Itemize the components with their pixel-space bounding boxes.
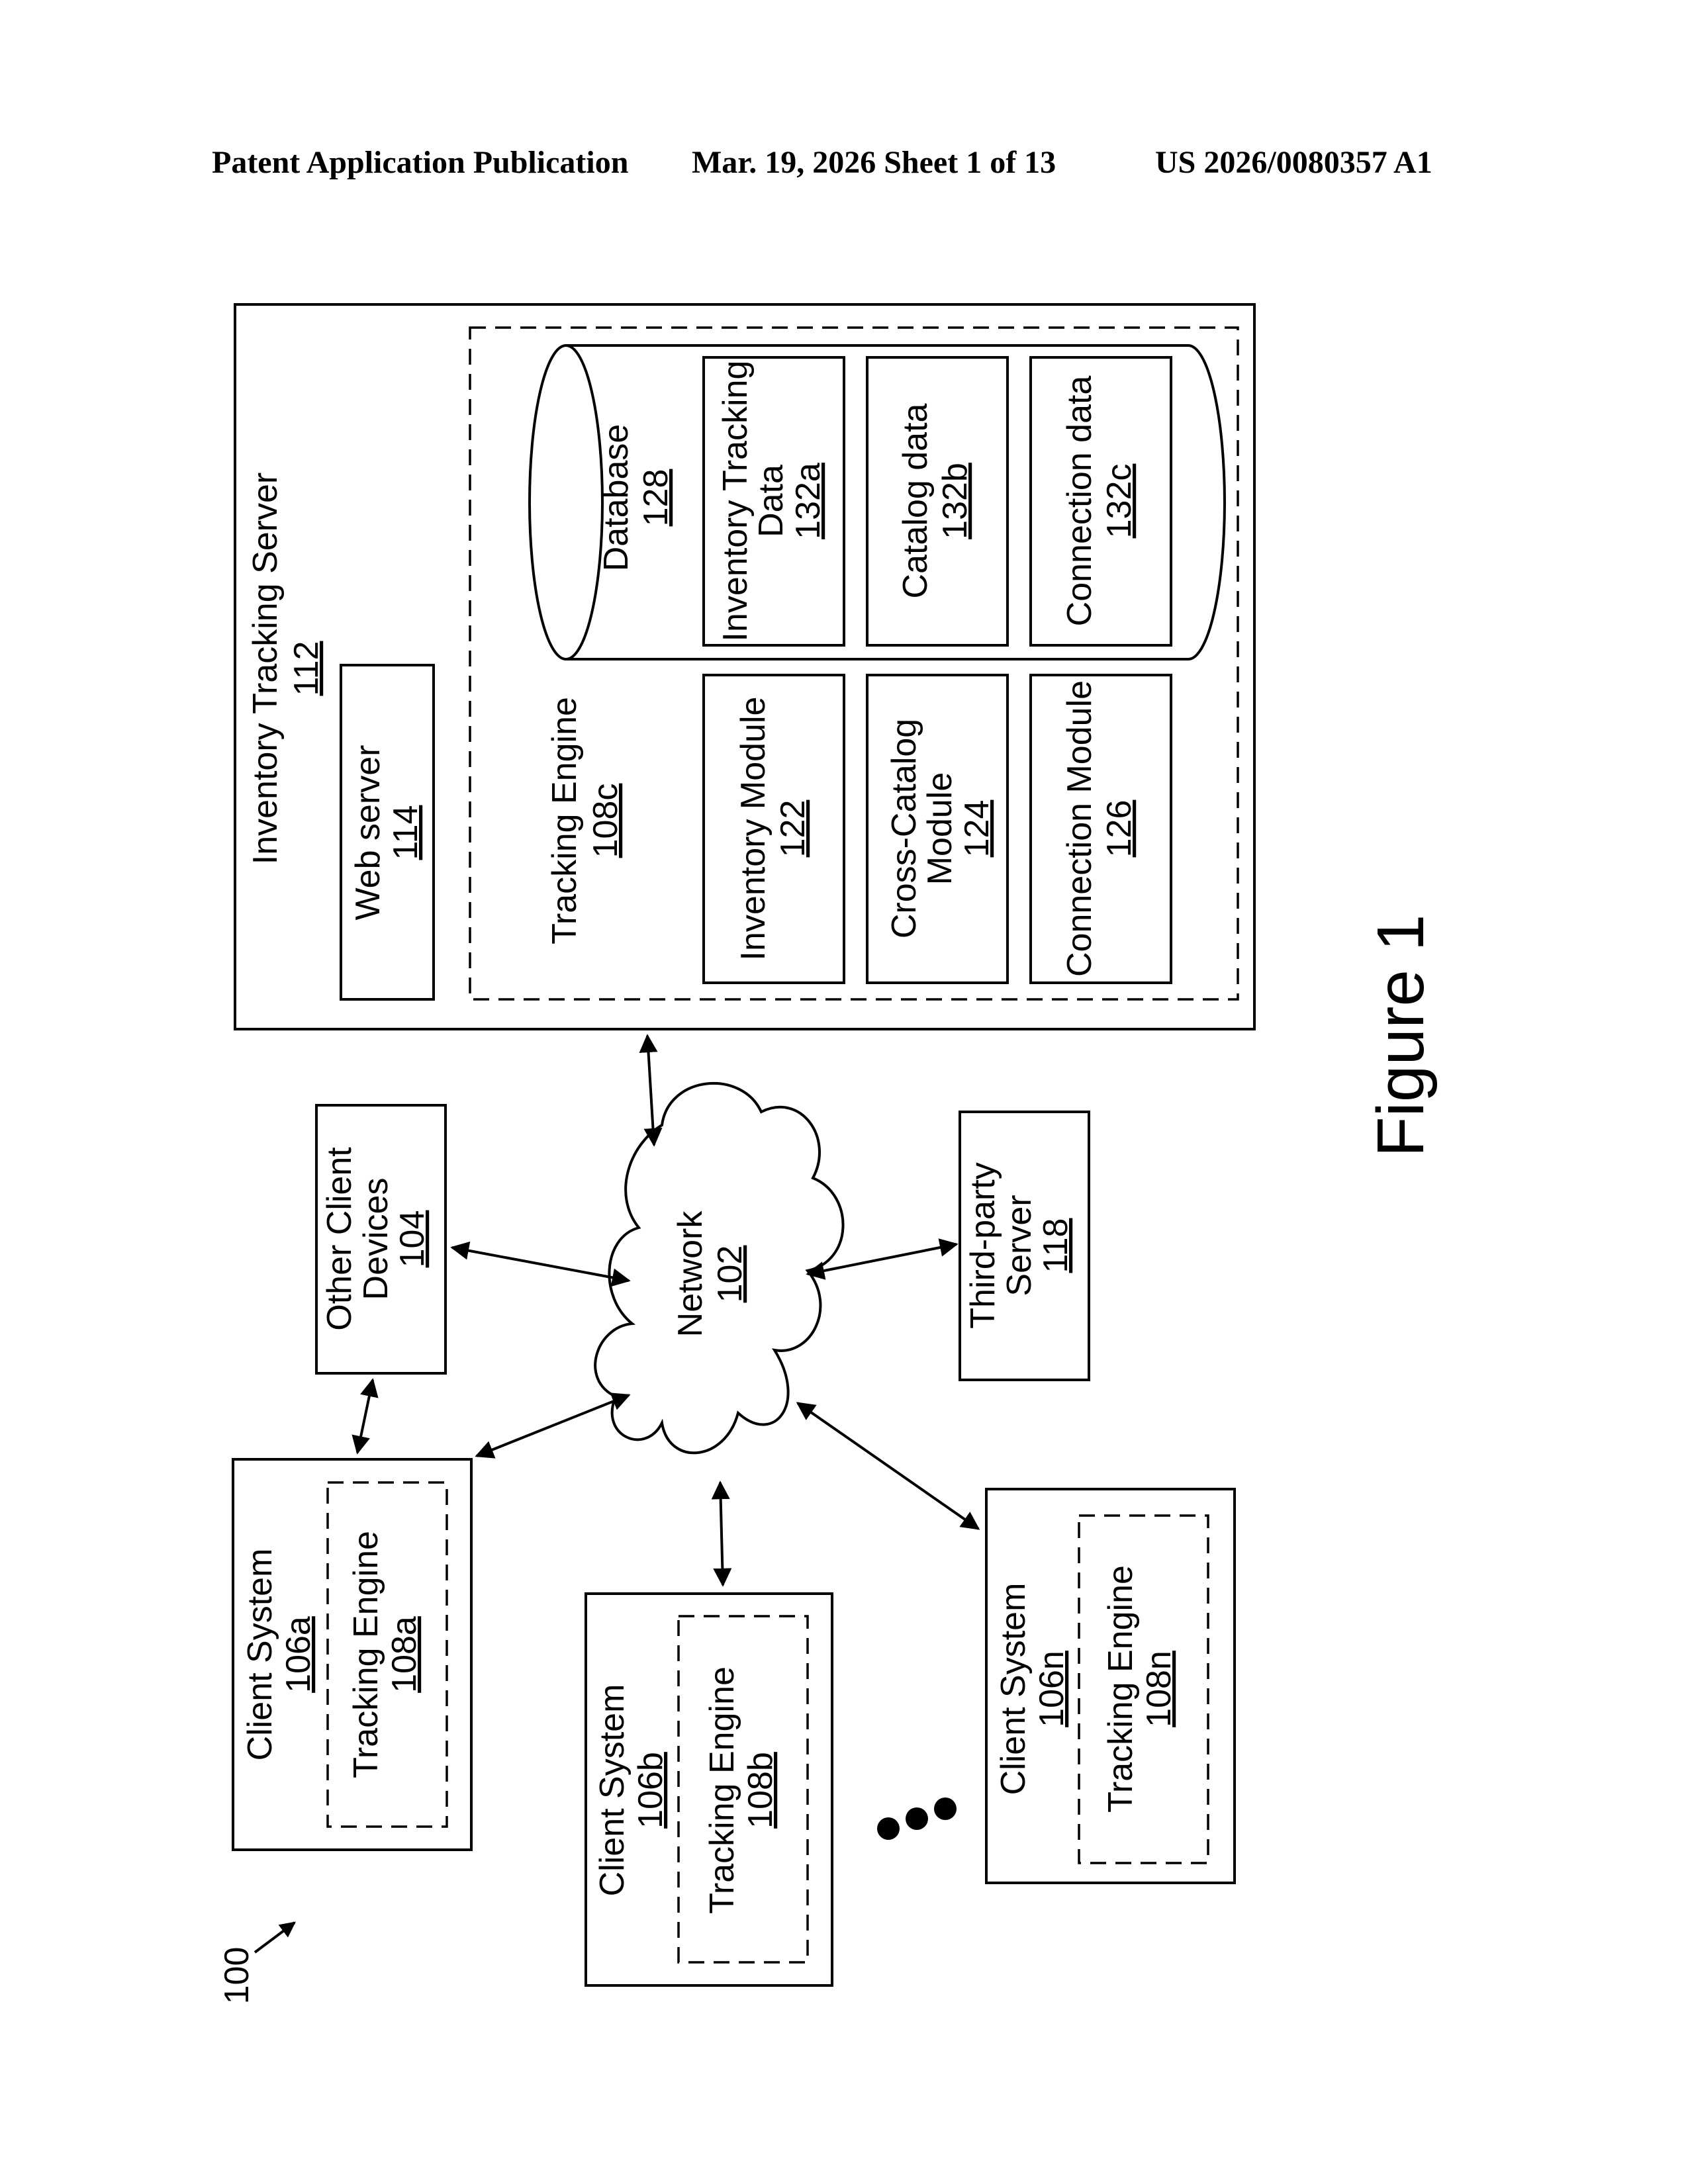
- client-system-106a-label: Client System: [241, 1549, 279, 1761]
- arrow-other-clients-network: [452, 1248, 629, 1281]
- third-party-server-line1: Third-party: [964, 1162, 1002, 1328]
- third-party-server-line2: Server: [1000, 1195, 1039, 1296]
- more-clients-ellipsis: [877, 1797, 957, 1840]
- inventory-tracking-data-line1: Inventory Tracking: [716, 361, 755, 642]
- arrow-client-a-network: [477, 1395, 629, 1456]
- tracking-engine-108b-label: Tracking Engine: [703, 1666, 741, 1914]
- cross-catalog-module-line1: Cross-Catalog: [885, 719, 923, 938]
- other-client-devices-ref: 104: [393, 1210, 432, 1268]
- network-ref: 102: [711, 1246, 749, 1303]
- client-system-106n-label: Client System: [994, 1583, 1033, 1796]
- client-system-106a-ref: 106a: [279, 1616, 318, 1693]
- inventory-tracking-data-line2: Data: [752, 465, 790, 537]
- web-server-label: Web server: [349, 745, 387, 921]
- connection-module-ref: 126: [1100, 800, 1139, 858]
- cross-catalog-module-line2: Module: [921, 772, 959, 886]
- arrow-server-network: [647, 1036, 654, 1145]
- figure-ref-label: 100: [218, 1947, 256, 2005]
- tracking-engine-108c-label: Tracking Engine: [545, 697, 584, 944]
- tracking-engine-108a-ref: 108a: [385, 1616, 424, 1693]
- tracking-engine-108n-label: Tracking Engine: [1102, 1565, 1140, 1813]
- tracking-engine-108n-ref: 108n: [1140, 1651, 1178, 1727]
- connection-module-label: Connection Module: [1060, 680, 1099, 977]
- figure-caption: Figure 1: [1364, 915, 1438, 1158]
- arrow-network-client-b: [720, 1482, 723, 1585]
- connection-data-ref: 132c: [1100, 464, 1139, 539]
- inventory-tracking-data-ref: 132a: [789, 463, 827, 539]
- third-party-server-ref: 118: [1037, 1218, 1075, 1273]
- client-system-106b-ref: 106b: [632, 1752, 670, 1829]
- tracking-engine-108c-ref: 108c: [586, 784, 625, 858]
- catalog-data-label: Catalog data: [896, 403, 935, 598]
- arrow-ref-100: [255, 1923, 295, 1952]
- other-client-devices-line2: Devices: [357, 1178, 395, 1300]
- connection-data-label: Connection data: [1060, 376, 1099, 627]
- server-title: Inventory Tracking Server: [246, 473, 285, 864]
- web-server-ref: 114: [387, 805, 425, 860]
- network-label: Network: [671, 1210, 710, 1338]
- database-ref: 128: [637, 469, 675, 527]
- catalog-data-ref: 132b: [936, 463, 974, 539]
- server-ref: 112: [287, 641, 326, 696]
- cross-catalog-module-ref: 124: [958, 800, 996, 858]
- tracking-engine-108a-label: Tracking Engine: [347, 1531, 385, 1778]
- arrow-other-clients-client-a: [357, 1380, 373, 1453]
- inventory-module-label: Inventory Module: [734, 697, 773, 961]
- other-client-devices-line1: Other Client: [320, 1147, 359, 1331]
- inventory-tracking-server: Inventory Tracking Server 112 Web server…: [235, 304, 1254, 1029]
- database-label: Database: [597, 424, 635, 572]
- tracking-engine-108b-ref: 108b: [741, 1752, 780, 1829]
- client-system-106b-label: Client System: [593, 1684, 632, 1897]
- inventory-module-ref: 122: [774, 800, 812, 858]
- client-system-106n-ref: 106n: [1033, 1651, 1071, 1727]
- arrow-network-client-n: [798, 1403, 978, 1529]
